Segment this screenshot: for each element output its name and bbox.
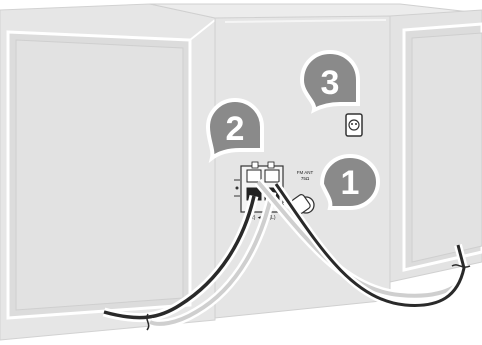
left-speaker-cable	[102, 191, 277, 331]
left-speaker	[0, 3, 216, 341]
fm-ant-impedance-label: 75Ω	[301, 176, 310, 181]
callout-2-number: 2	[226, 110, 245, 148]
callout-2: 2	[205, 97, 264, 163]
callout-3: 3	[299, 49, 360, 114]
ac-power-inlet	[345, 113, 363, 137]
right-speaker	[389, 9, 482, 283]
fm-ant-label: FM ANT	[297, 170, 314, 175]
right-speaker-cable	[254, 179, 471, 310]
callout-3-number: 3	[321, 64, 340, 102]
cable-break-mark	[146, 313, 150, 331]
cable-break-mark-right	[451, 264, 471, 268]
callout-1: 1	[319, 153, 381, 210]
callout-1-number: 1	[341, 164, 360, 202]
